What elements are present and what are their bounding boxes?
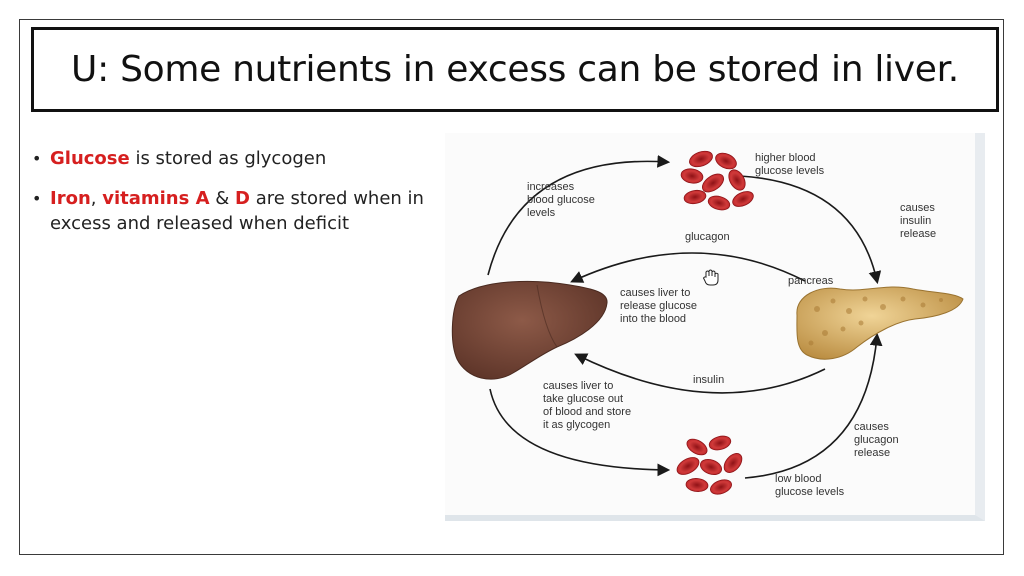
text-glucose: Glucose [50,148,130,169]
red-blood-cells-low [676,435,743,495]
text-iron: Iron [50,188,91,209]
bullet-iron-vitamins: Iron, vitamins A & D are stored when in … [30,186,430,236]
label-pancreas: pancreas [788,275,834,287]
bullet-glucose: Glucose is stored as glycogen [30,146,430,171]
label-glucagon: glucagon [685,231,730,243]
text-vitamins-a: vitamins A [102,188,210,209]
page-title: U: Some nutrients in excess can be store… [71,49,959,90]
text-comma: , [90,188,103,209]
title-box: U: Some nutrients in excess can be store… [31,27,999,112]
hand-cursor-icon [702,269,719,286]
arrow-glucagon [570,252,806,283]
arrow-insulin [574,353,826,394]
arrow-liver-to-low [489,388,671,477]
red-blood-cells-high [680,150,754,211]
text-glycogen: is stored as glycogen [129,148,327,169]
bullet-list: Glucose is stored as glycogen Iron, vita… [30,146,430,251]
arrow-high-to-pancreas [739,175,882,285]
liver-illustration [451,280,608,380]
label-insulin: insulin [693,374,724,386]
text-stored: are stored when in excess and released w… [50,188,424,234]
arrow-low-to-pancreas [744,332,883,479]
text-amp: & [209,188,236,209]
text-d: D [235,188,250,209]
pancreas-illustration [796,286,964,360]
arrow-liver-to-high [487,155,671,276]
